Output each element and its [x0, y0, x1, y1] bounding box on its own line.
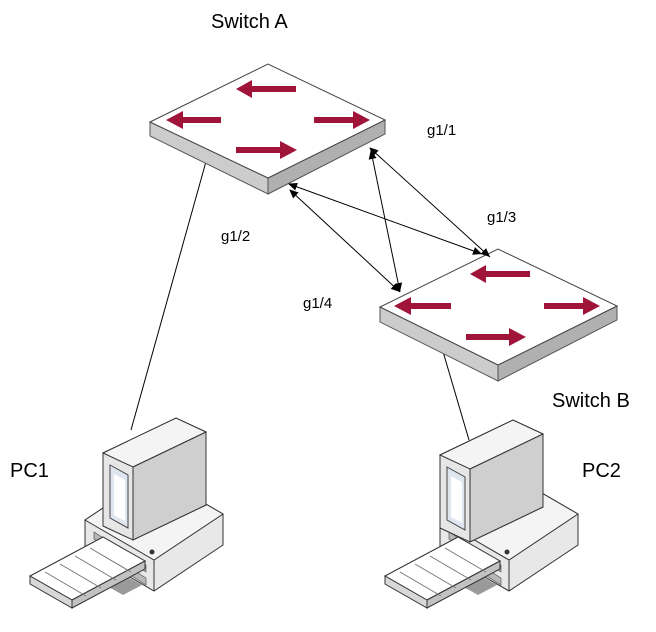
switch-b-icon	[378, 248, 619, 382]
pc1-screen	[114, 474, 125, 521]
pc2-icon	[383, 419, 579, 609]
pc2-screen	[451, 476, 462, 523]
switch-a-arrow-right	[314, 111, 370, 129]
switch-b-arrow-left	[394, 297, 451, 315]
link-switch-b-to-pc2	[438, 337, 470, 441]
link-g1-1-to-g1-4	[368, 150, 403, 293]
link-switch-a-to-pc1	[130, 157, 208, 431]
pc1-icon	[28, 417, 224, 609]
link-g1-1-to-g1-3	[369, 147, 491, 258]
switch-b-arrow-right-bottom	[466, 328, 526, 346]
switch-b-arrow-right	[544, 297, 600, 315]
switch-a-icon	[148, 63, 387, 195]
switch-b-arrow-left-top	[470, 265, 530, 283]
link-switch-a-to-g1-4	[289, 189, 401, 293]
switch-a-arrow-left-top	[236, 80, 296, 98]
switch-a-label: Switch A	[211, 11, 288, 33]
port-g1-2-label: g1/2	[221, 228, 251, 245]
port-g1-4-label: g1/4	[303, 295, 333, 312]
link-switch-a-to-g1-3	[288, 182, 483, 255]
pc1-label: PC1	[10, 460, 49, 482]
switch-a-arrow-right-bottom	[236, 141, 297, 159]
pc2-label: PC2	[582, 460, 621, 482]
port-g1-3-label: g1/3	[487, 209, 517, 226]
switch-a-arrow-left	[166, 111, 221, 129]
port-g1-1-label: g1/1	[427, 122, 457, 139]
switch-b-label: Switch B	[552, 390, 630, 412]
